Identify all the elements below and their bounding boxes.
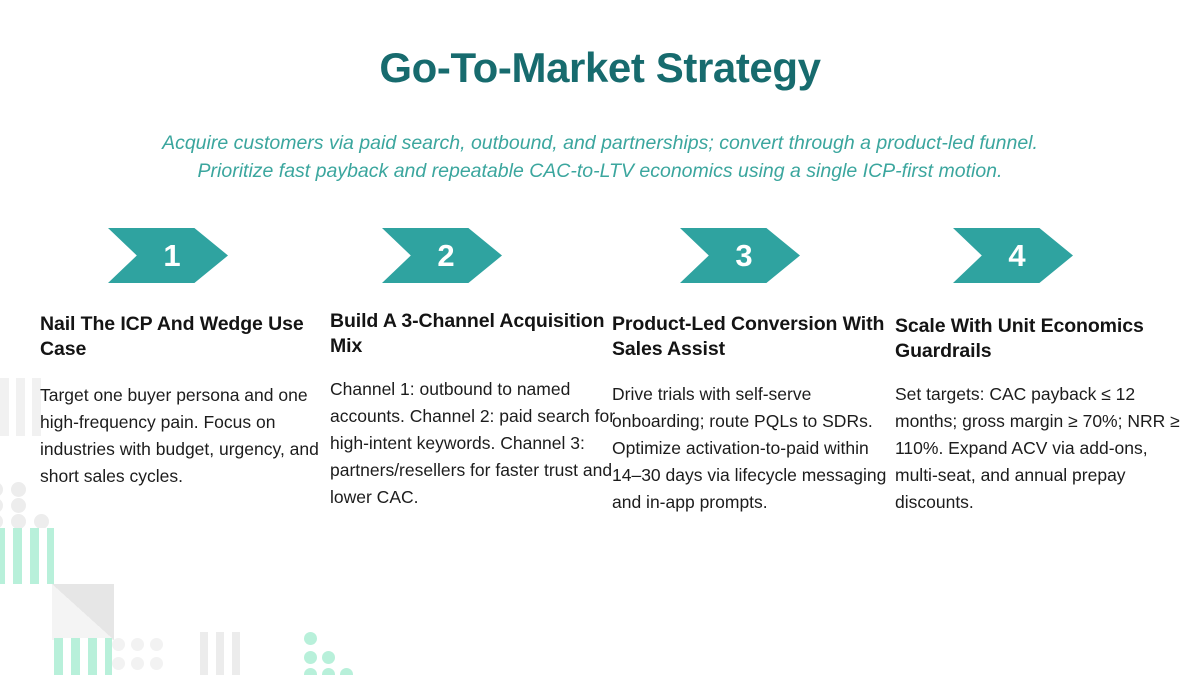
step-heading-2: Build A 3-Channel Acquisition Mix	[330, 310, 605, 357]
decor-dot	[340, 668, 353, 675]
step-chevron-wrap-1: 1	[40, 228, 330, 284]
decor-dot	[131, 657, 144, 670]
page-title: Go-To-Market Strategy	[379, 44, 821, 91]
step-chevron-wrap-4: 4	[895, 228, 1185, 284]
step-number-3: 3	[735, 238, 753, 273]
decor-dot	[112, 638, 125, 651]
decor-dot	[131, 638, 144, 651]
step-body-2: Channel 1: outbound to named accounts. C…	[330, 378, 616, 508]
decor-dot	[304, 668, 317, 675]
step-number-4: 4	[1008, 238, 1026, 273]
step-number-1: 1	[163, 238, 181, 273]
decor-green-dots-bottom	[288, 632, 353, 675]
step-column-2: 2 Build A 3-Channel Acquisition Mix Chan…	[330, 228, 620, 512]
step-body-1: Target one buyer persona and one high-fr…	[40, 384, 319, 487]
step-heading-3: Product-Led Conversion With Sales Assist	[612, 313, 885, 360]
decor-dot	[322, 651, 335, 664]
decor-dot	[304, 651, 317, 664]
chevron-arrow-icon: 3	[680, 228, 800, 283]
decor-dot	[322, 668, 335, 675]
step-number-2: 2	[437, 238, 455, 273]
decor-green-stripes-bottom	[54, 638, 112, 675]
decor-dot	[304, 632, 317, 645]
chevron-arrow-icon: 1	[108, 228, 228, 283]
page-subtitle: Acquire customers via paid search, outbo…	[162, 132, 1038, 182]
step-column-1: 1 Nail The ICP And Wedge Use Case Target…	[40, 228, 330, 490]
step-column-4: 4 Scale With Unit Economics Guardrails S…	[895, 228, 1185, 517]
step-body-4: Set targets: CAC payback ≤ 12 months; gr…	[895, 383, 1180, 513]
steps-container: 1 Nail The ICP And Wedge Use Case Target…	[0, 228, 1200, 568]
step-chevron-wrap-3: 3	[612, 228, 902, 284]
step-heading-1: Nail The ICP And Wedge Use Case	[40, 313, 304, 360]
chevron-arrow-icon: 2	[382, 228, 502, 283]
decor-dot	[150, 638, 163, 651]
decor-gray-stripes-bottom	[200, 632, 240, 675]
decor-dot	[150, 657, 163, 670]
step-heading-4: Scale With Unit Economics Guardrails	[895, 315, 1144, 362]
decor-gray-dots-bottom	[112, 638, 163, 675]
step-chevron-wrap-2: 2	[330, 228, 620, 284]
step-body-3: Drive trials with self-serve onboarding;…	[612, 383, 887, 513]
decor-dot	[112, 657, 125, 670]
step-column-3: 3 Product-Led Conversion With Sales Assi…	[612, 228, 902, 517]
decor-split-square	[52, 584, 114, 640]
chevron-arrow-icon: 4	[953, 228, 1073, 283]
